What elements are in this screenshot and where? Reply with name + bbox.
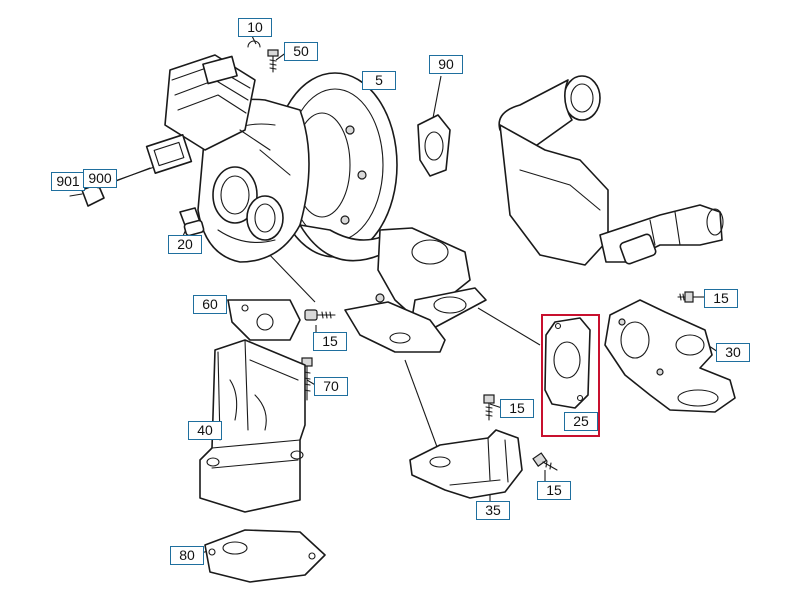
callout-60[interactable]: 60 <box>193 295 227 314</box>
gasket-80 <box>204 529 326 583</box>
callout-50[interactable]: 50 <box>284 42 318 61</box>
callout-900[interactable]: 900 <box>83 169 117 188</box>
support-bracket-upper <box>344 301 446 353</box>
gasket-60 <box>227 299 301 341</box>
callout-15-upper-right[interactable]: 15 <box>704 289 738 308</box>
callout-10[interactable]: 10 <box>238 18 272 37</box>
flange-elbow-30 <box>604 299 736 413</box>
callout-15-lower-right[interactable]: 15 <box>537 481 571 500</box>
mounting-housing <box>199 339 306 513</box>
callout-15-lower-middle[interactable]: 15 <box>500 399 534 418</box>
callout-20[interactable]: 20 <box>168 235 202 254</box>
bolt-50 <box>267 49 279 73</box>
bolt-15-lower-middle <box>483 394 495 421</box>
circlip <box>247 40 261 48</box>
callout-80[interactable]: 80 <box>170 546 204 565</box>
bolt-15-lower-right <box>532 452 558 471</box>
callout-5[interactable]: 5 <box>362 71 396 90</box>
callout-90[interactable]: 90 <box>429 55 463 74</box>
callout-25[interactable]: 25 <box>564 412 598 431</box>
callout-40[interactable]: 40 <box>188 421 222 440</box>
selected-part-highlight <box>541 314 600 437</box>
gasket-90 <box>417 114 451 177</box>
callout-70[interactable]: 70 <box>314 377 348 396</box>
turbocharger <box>145 54 398 263</box>
fitting-plug <box>179 207 205 237</box>
bolt-15-upper-right <box>677 291 694 303</box>
callout-901[interactable]: 901 <box>51 172 85 191</box>
callout-15-middle[interactable]: 15 <box>313 332 347 351</box>
bolt-15-middle <box>304 309 336 321</box>
bolt-70 <box>301 357 313 401</box>
callout-35[interactable]: 35 <box>476 501 510 520</box>
gasket-25 <box>544 317 591 409</box>
callout-30[interactable]: 30 <box>716 343 750 362</box>
lower-bracket-35 <box>409 429 523 499</box>
exhaust-pipe-catalytic-converter <box>498 75 724 266</box>
